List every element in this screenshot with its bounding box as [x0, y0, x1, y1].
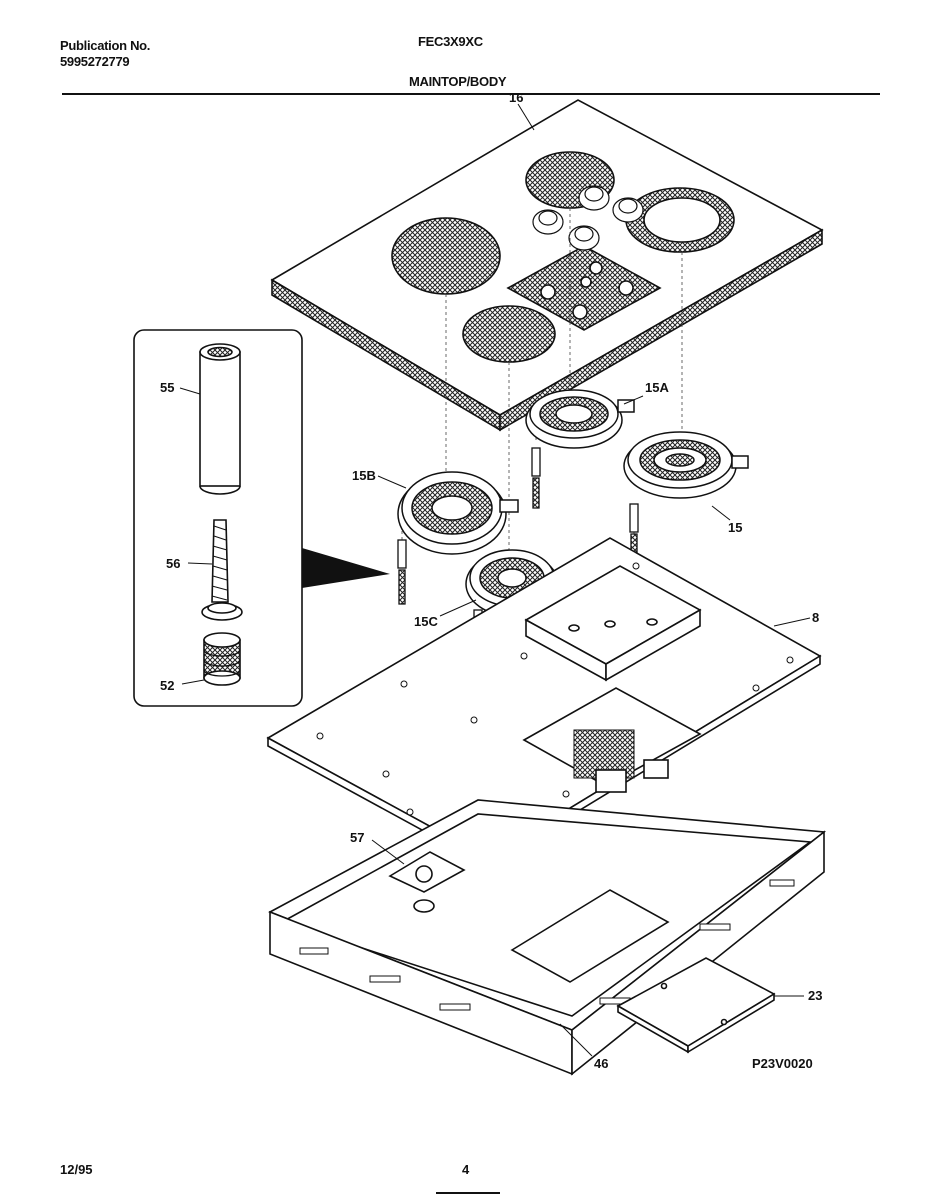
- inset-detail-box: [133, 329, 390, 707]
- bottom-pan: [268, 799, 827, 1076]
- part-label-56: 56: [166, 556, 180, 571]
- element-15: [623, 431, 749, 499]
- part-label-15: 15: [728, 520, 742, 535]
- footer-page-number: 4: [462, 1162, 470, 1177]
- part-label-8: 8: [812, 610, 819, 625]
- part-label-46: 46: [594, 1056, 608, 1071]
- part-label-16: 16: [509, 90, 523, 105]
- part-label-15A: 15A: [645, 380, 669, 395]
- cooktop-glass: [270, 99, 824, 432]
- part-label-15C: 15C: [414, 614, 438, 629]
- screw-56: [201, 519, 243, 621]
- large-element-zone: [391, 217, 501, 295]
- part-label-55: 55: [160, 380, 174, 395]
- element-15A: [525, 389, 635, 449]
- control-panel-area: [506, 245, 662, 331]
- footer-date: 12/95: [60, 1162, 93, 1177]
- spring-52: [203, 632, 241, 686]
- front-element-zone: [462, 305, 556, 363]
- tube-55: [199, 343, 241, 495]
- header-rule: [62, 93, 880, 95]
- part-label-15B: 15B: [352, 468, 376, 483]
- part-label-57: 57: [350, 830, 364, 845]
- leader-lines: [179, 103, 811, 1057]
- footer-bar: [436, 1192, 500, 1194]
- element-15B: [397, 471, 519, 555]
- drawing-code: P23V0020: [752, 1056, 813, 1071]
- inset-pointer-arrow: [302, 548, 390, 588]
- model-number: FEC3X9XC: [418, 34, 483, 49]
- part-label-23: 23: [808, 988, 822, 1003]
- section-title: MAINTOP/BODY: [409, 74, 507, 89]
- publication-number: 5995272779: [60, 54, 130, 69]
- control-knobs: [532, 185, 644, 251]
- part-label-52: 52: [160, 678, 174, 693]
- publication-label: Publication No.: [60, 38, 151, 53]
- access-cover-23: [616, 957, 776, 1054]
